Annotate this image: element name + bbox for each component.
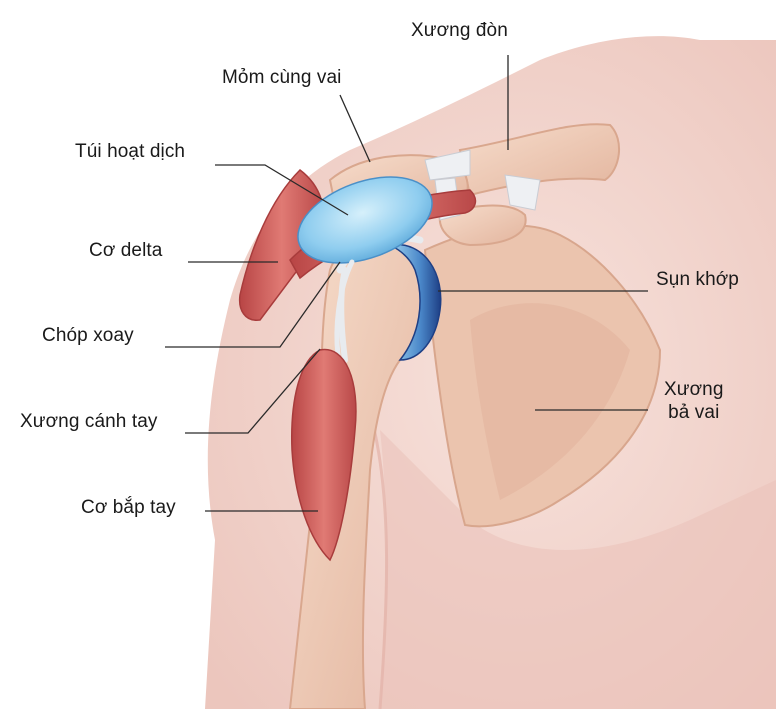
leader-humerus	[185, 348, 321, 434]
arm-edge	[370, 419, 389, 710]
cartilage-layer	[387, 243, 442, 361]
label-cartilage: Sụn khớp	[656, 269, 739, 290]
label-biceps: Cơ bắp tay	[81, 497, 176, 518]
label-scapula-line1: Xương	[664, 379, 724, 400]
label-acromion: Mỏm cùng vai	[222, 67, 342, 88]
label-scapula: Xương bả vai	[664, 379, 724, 425]
label-deltoid: Cơ delta	[89, 240, 163, 261]
coracoid-bone	[438, 204, 527, 247]
label-rotator-cuff: Chóp xoay	[42, 325, 134, 346]
label-clavicle: Xương đòn	[411, 20, 508, 41]
ligament-1	[424, 149, 471, 181]
label-scapula-line2: bả vai	[668, 401, 720, 423]
leader-bursa	[215, 164, 349, 216]
scapula-shadow	[470, 303, 630, 500]
biceps-muscle	[291, 348, 357, 562]
ligament-3	[504, 174, 541, 211]
biceps-tendon	[334, 259, 355, 358]
torso-shade	[380, 430, 776, 709]
label-bursa: Túi hoạt dịch	[75, 141, 186, 162]
leader-rotator-cuff	[165, 261, 341, 348]
bursa-sac	[297, 176, 433, 264]
leader-acromion	[339, 94, 371, 163]
label-humerus: Xương cánh tay	[20, 411, 158, 432]
